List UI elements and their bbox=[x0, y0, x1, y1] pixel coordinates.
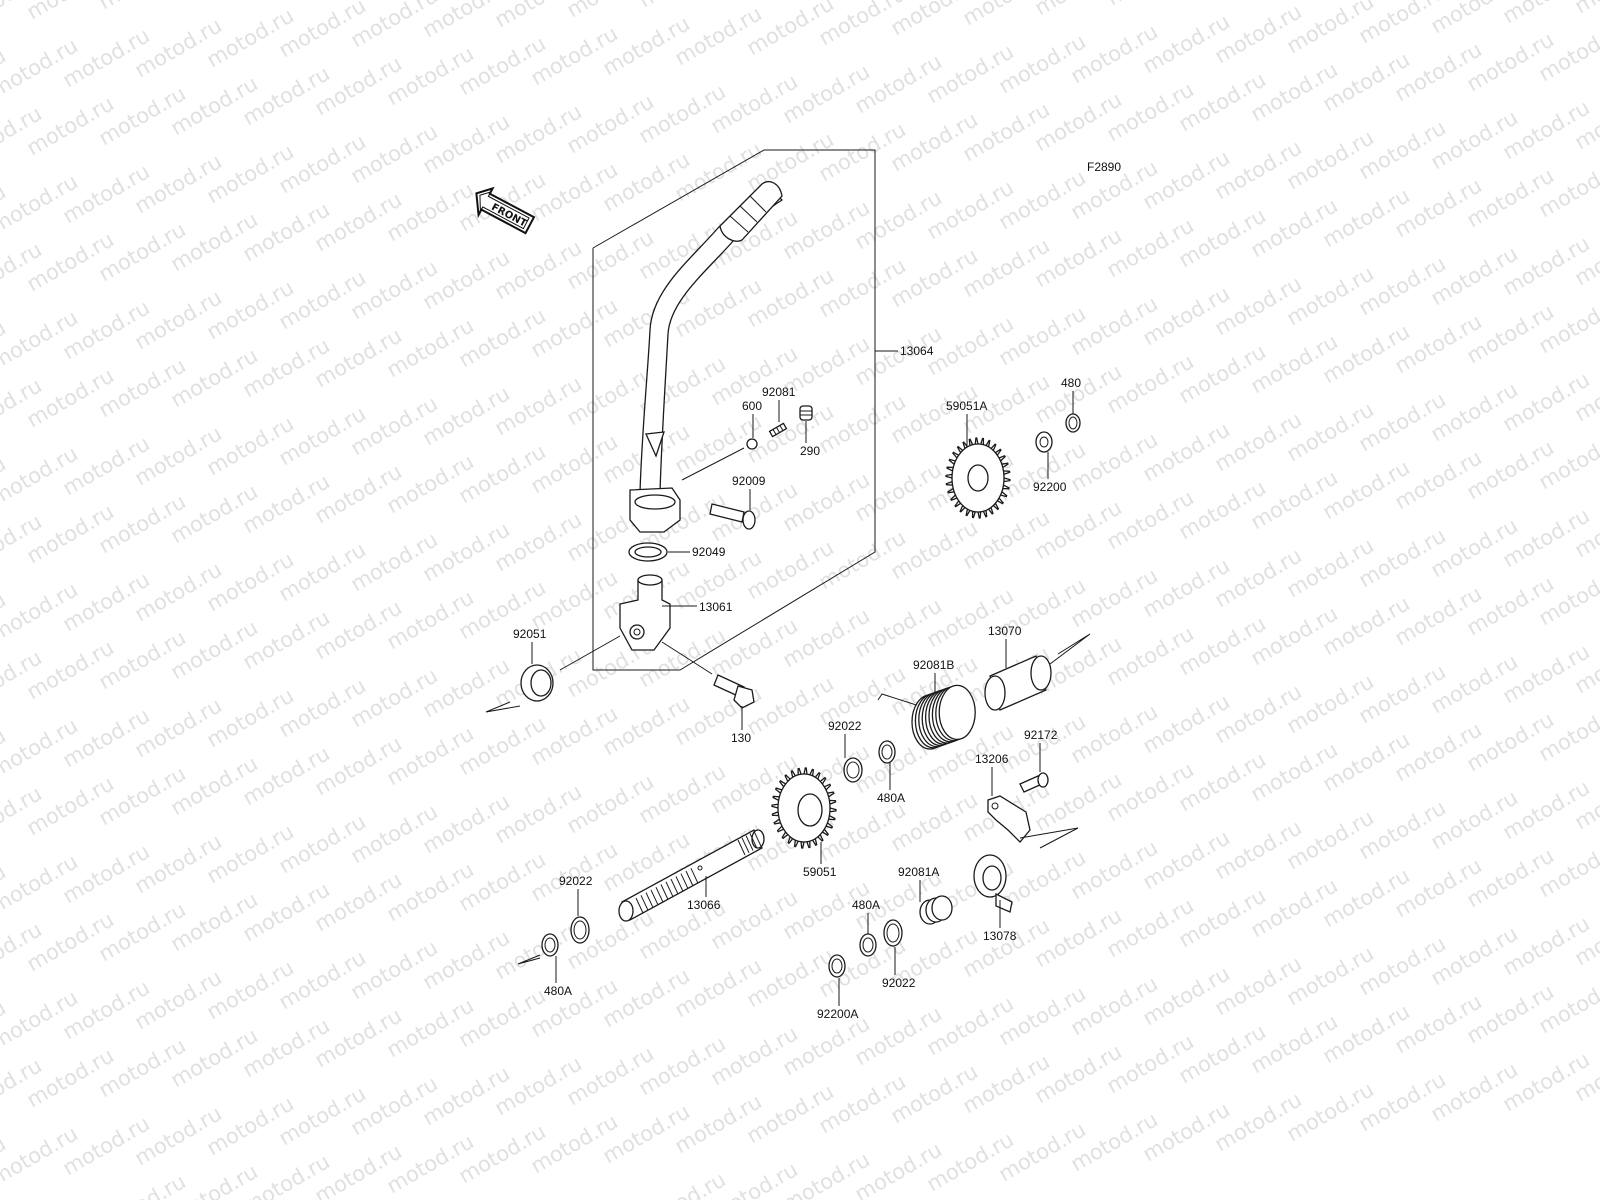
washer-92022-b-inner bbox=[886, 923, 900, 943]
watermark-text: motod.ru bbox=[635, 0, 730, 12]
callout-92081A: 92081A bbox=[898, 865, 939, 879]
spring-92081B bbox=[877, 684, 976, 750]
spline-line bbox=[680, 873, 689, 889]
watermark-text: motod.ru bbox=[635, 1167, 730, 1200]
callout-92009: 92009 bbox=[732, 474, 766, 488]
callout-13070: 13070 bbox=[988, 624, 1022, 638]
ball-600 bbox=[746, 438, 758, 450]
spline-line bbox=[690, 868, 699, 884]
spline-line bbox=[660, 884, 669, 900]
sleeve-13070 bbox=[984, 655, 1052, 711]
circlip-480A-b bbox=[859, 933, 877, 957]
boss-13061 bbox=[619, 574, 671, 651]
callout-92022-b: 92022 bbox=[882, 976, 916, 990]
circlip-480 bbox=[1065, 413, 1081, 433]
callout-130: 130 bbox=[731, 731, 751, 745]
spline-line bbox=[645, 892, 654, 908]
callout-92022-c: 92022 bbox=[559, 874, 593, 888]
gear-59051 bbox=[771, 767, 837, 849]
part-290 bbox=[799, 405, 813, 421]
callout-92049: 92049 bbox=[692, 545, 726, 559]
spline-line bbox=[749, 833, 758, 849]
callout-92051: 92051 bbox=[513, 627, 547, 641]
callout-59051: 59051 bbox=[803, 865, 837, 879]
callout-480A-c: 480A bbox=[544, 984, 572, 998]
callout-480A-a: 480A bbox=[877, 791, 905, 805]
watermark-text: motod.ru bbox=[1571, 0, 1600, 18]
callout-480: 480 bbox=[1061, 376, 1081, 390]
spline-line bbox=[675, 876, 684, 892]
callout-13064: 13064 bbox=[900, 344, 934, 358]
watermark-text: motod.ru bbox=[1103, 0, 1198, 10]
spline-line bbox=[650, 889, 659, 906]
axis-lines bbox=[485, 447, 1091, 965]
circlip-480A-c-inner bbox=[544, 937, 556, 953]
oil-seal-92051 bbox=[520, 664, 554, 702]
callout-59051A: 59051A bbox=[946, 399, 987, 413]
spline-line bbox=[670, 878, 679, 895]
callout-480A-b: 480A bbox=[852, 898, 880, 912]
circlip-480A-a bbox=[878, 740, 896, 764]
gear-59051A bbox=[945, 437, 1011, 519]
gear-tooth bbox=[800, 841, 805, 849]
callout-13066: 13066 bbox=[687, 898, 721, 912]
watermark-text: motod.ru bbox=[95, 0, 190, 14]
callout-13078: 13078 bbox=[983, 929, 1017, 943]
assembly-bracket bbox=[592, 149, 876, 671]
callout-92200: 92200 bbox=[1033, 480, 1067, 494]
callout-92172: 92172 bbox=[1024, 728, 1058, 742]
gear-tooth bbox=[974, 437, 979, 445]
spline-line bbox=[635, 897, 644, 914]
bolt-92009 bbox=[709, 503, 756, 530]
spring-92081A bbox=[919, 895, 953, 925]
watermark-text: motod.ru bbox=[167, 0, 262, 4]
spline-line bbox=[665, 881, 674, 898]
washer-92200 bbox=[1035, 431, 1053, 453]
spline-line bbox=[745, 835, 754, 851]
washer-92022-c-inner bbox=[573, 920, 587, 940]
washer-92200A bbox=[828, 954, 846, 978]
gear-tooth bbox=[945, 473, 953, 479]
callout-92081: 92081 bbox=[762, 385, 796, 399]
callout-13061: 13061 bbox=[699, 600, 733, 614]
spline-line bbox=[741, 837, 750, 854]
spring-92081 bbox=[768, 422, 788, 438]
circlip-480A-a-inner bbox=[881, 744, 893, 760]
gear-tooth bbox=[829, 807, 837, 813]
spline-line bbox=[685, 870, 694, 887]
callout-290: 290 bbox=[800, 444, 820, 458]
gear-tooth bbox=[977, 511, 982, 519]
gear-tooth bbox=[771, 803, 779, 809]
callout-92022-a: 92022 bbox=[828, 719, 862, 733]
bolt-130 bbox=[713, 674, 755, 709]
callouts: 13064 600 92081 290 92009 92049 13061 92… bbox=[513, 344, 1081, 1021]
figure-code: F2890 bbox=[1087, 160, 1121, 174]
shaft-13066 bbox=[618, 829, 765, 922]
ring-92049 bbox=[628, 542, 668, 562]
circlip-480A-c bbox=[541, 933, 559, 957]
callout-13206: 13206 bbox=[975, 752, 1009, 766]
gear-tooth bbox=[803, 767, 808, 775]
washer-92022-a-inner bbox=[846, 761, 860, 779]
spline-line bbox=[753, 830, 762, 847]
guide-13206 bbox=[987, 795, 1031, 843]
callout-92200A: 92200A bbox=[817, 1007, 858, 1021]
spline-line bbox=[737, 839, 746, 856]
kick-pedal-lever bbox=[629, 181, 784, 533]
circlip-480A-b-inner bbox=[862, 937, 874, 953]
watermark-text: motod.ru bbox=[95, 1169, 190, 1200]
spline-line bbox=[655, 886, 664, 903]
callout-92081B: 92081B bbox=[913, 658, 954, 672]
washer-92200A-inner bbox=[831, 958, 843, 974]
spline-line bbox=[640, 895, 649, 911]
callout-600: 600 bbox=[742, 399, 762, 413]
spring-coil-turn bbox=[938, 684, 976, 741]
screw-92172 bbox=[1019, 772, 1049, 793]
